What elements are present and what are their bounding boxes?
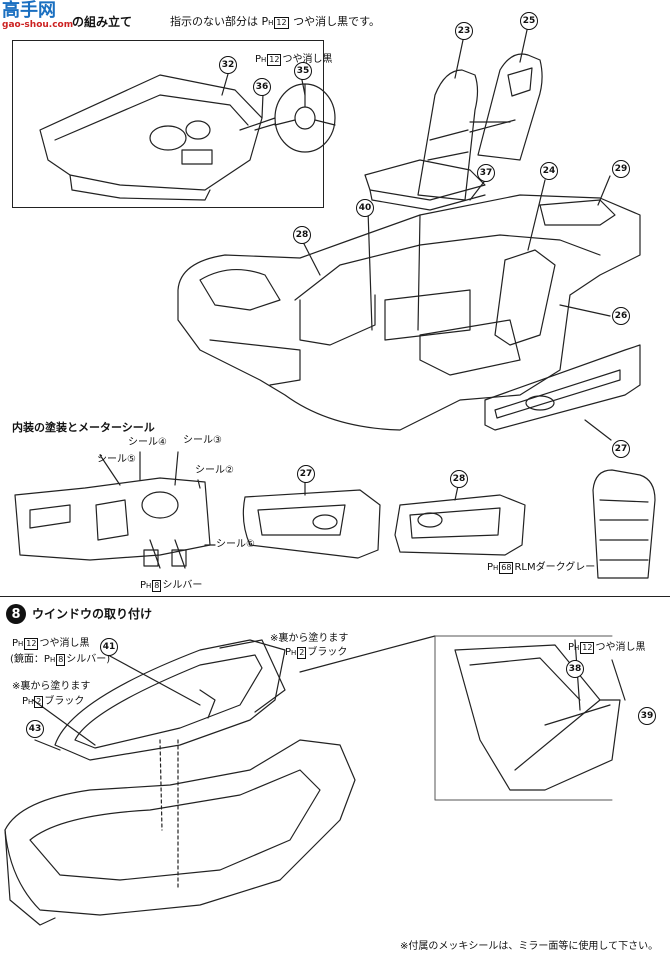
step8-title: ウインドウの取り付け bbox=[32, 607, 153, 621]
watermark-logo: 高手网 gao-shou.com bbox=[2, 0, 74, 31]
silver-prefix: PH bbox=[140, 580, 152, 591]
back-paint-1-prefix: PH bbox=[22, 696, 34, 707]
part-number-24: 24 bbox=[540, 162, 558, 180]
part-number-26: 26 bbox=[612, 307, 630, 325]
part-number-25: 25 bbox=[520, 12, 538, 30]
footer-note: ※付属のメッキシールは、ミラー面等に使用して下さい。 bbox=[400, 941, 659, 952]
seal-6: シール⑥ bbox=[216, 539, 255, 550]
back-paint-1-name: ブラック bbox=[44, 696, 85, 707]
seal-4: シール④ bbox=[128, 437, 167, 448]
right-paint-name: つや消し黒 bbox=[595, 642, 646, 653]
dashboard-frame bbox=[12, 40, 324, 208]
mirror-code: 8 bbox=[56, 654, 66, 666]
watermark-url: gao-shou.com bbox=[2, 20, 74, 30]
back-note-1: ※裏から塗ります bbox=[12, 681, 91, 692]
step7-note-code-prefix: PH bbox=[261, 15, 274, 28]
watermark-logo-text: 高手网 bbox=[2, 0, 56, 21]
part-number-40: 40 bbox=[356, 199, 374, 217]
step8-divider bbox=[0, 596, 670, 597]
silver-name: シルバー bbox=[162, 580, 203, 591]
mirror-open: (鏡面： bbox=[10, 654, 44, 665]
seal-3: シール③ bbox=[183, 435, 222, 446]
mirror-prefix: PH bbox=[43, 654, 56, 665]
part-number-27: 27 bbox=[612, 440, 630, 458]
part-number-28-small: 28 bbox=[450, 470, 468, 488]
back-paint-1-code: 2 bbox=[34, 696, 44, 708]
step7-title: の組み立て bbox=[72, 15, 133, 29]
mirror-name: シルバー) bbox=[66, 654, 111, 665]
right-paint-prefix: PH bbox=[568, 642, 580, 653]
part-number-41: 41 bbox=[100, 638, 118, 656]
back-paint-2-name: ブラック bbox=[307, 647, 348, 658]
part-number-32: 32 bbox=[219, 56, 237, 74]
part-number-37: 37 bbox=[477, 164, 495, 182]
dash-paint-name: つや消し黒 bbox=[282, 54, 333, 65]
step7-note-code: 12 bbox=[274, 17, 289, 29]
dash-paint-prefix: PH bbox=[255, 54, 267, 65]
dash-paint-code: 12 bbox=[267, 54, 282, 66]
part-number-36: 36 bbox=[253, 78, 271, 96]
interior-title: 内装の塗装とメーターシール bbox=[12, 421, 155, 434]
back-paint-2-prefix: PH bbox=[285, 647, 297, 658]
step7-note-tail: つや消し黒です。 bbox=[293, 15, 380, 28]
back-note-2: ※裏から塗ります bbox=[270, 633, 349, 644]
back-paint-2-code: 2 bbox=[297, 647, 307, 659]
part-number-39: 39 bbox=[638, 707, 656, 725]
part-number-38: 38 bbox=[566, 660, 584, 678]
part-number-28: 28 bbox=[293, 226, 311, 244]
left-paint-prefix: PH bbox=[12, 638, 24, 649]
part-number-43: 43 bbox=[26, 720, 44, 738]
part-number-29: 29 bbox=[612, 160, 630, 178]
step7-note-text: 指示のない部分は bbox=[170, 15, 258, 28]
left-paint-code: 12 bbox=[24, 638, 39, 650]
seat-paint-prefix: PH bbox=[487, 562, 499, 573]
part-number-27-small: 27 bbox=[297, 465, 315, 483]
part-number-23: 23 bbox=[455, 22, 473, 40]
seal-5: シール⑤ bbox=[97, 454, 136, 465]
seat-paint-name: RLMダークグレー bbox=[514, 562, 596, 573]
seat-paint-code: 68 bbox=[499, 562, 514, 574]
part-number-35: 35 bbox=[294, 62, 312, 80]
left-paint-name: つや消し黒 bbox=[39, 638, 90, 649]
step8-badge: 8 bbox=[6, 604, 26, 624]
right-paint-code: 12 bbox=[580, 642, 595, 654]
seal-2: シール② bbox=[195, 465, 234, 476]
silver-code: 8 bbox=[152, 580, 162, 592]
